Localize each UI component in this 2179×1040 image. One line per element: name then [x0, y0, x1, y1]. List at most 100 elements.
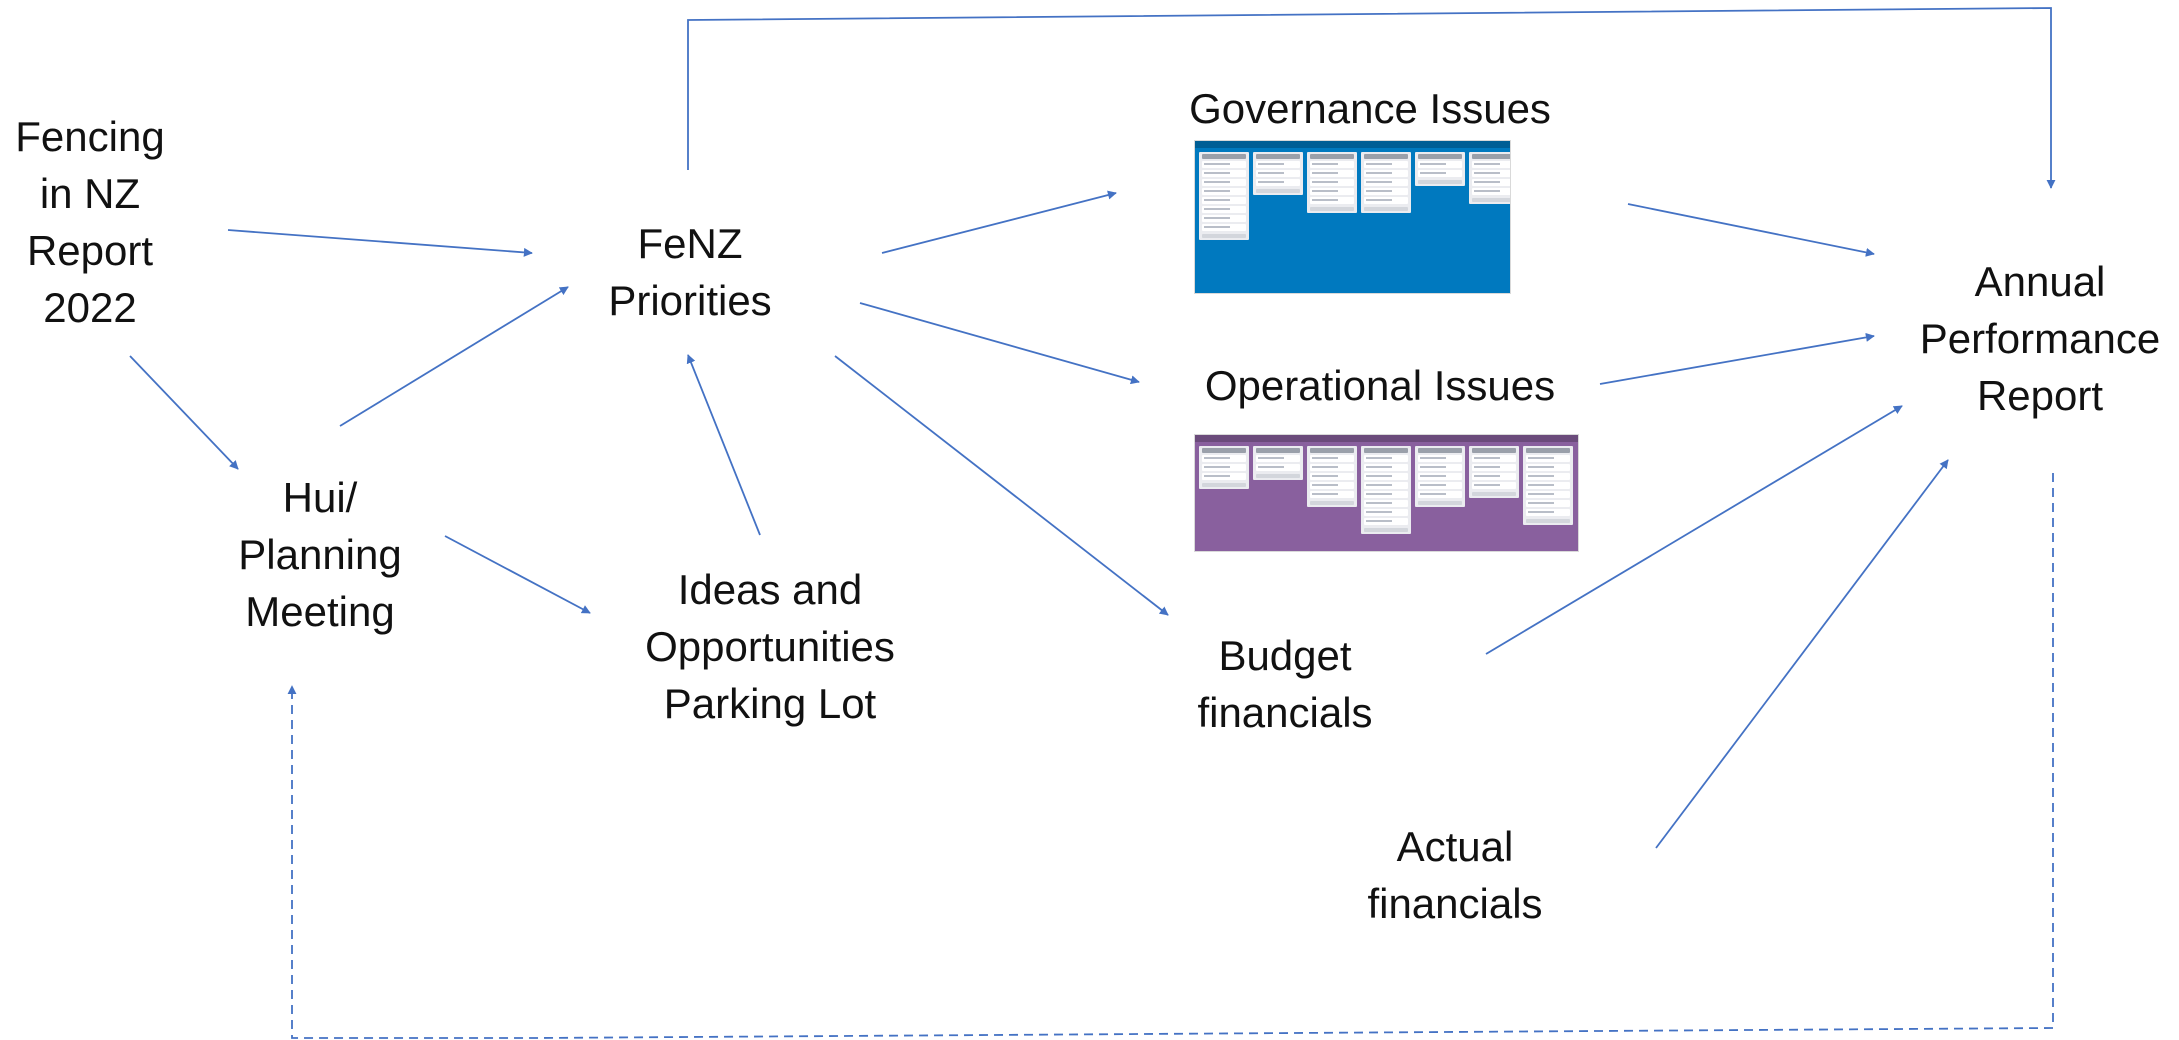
board-add-card [1418, 501, 1462, 505]
board-card [1418, 473, 1462, 480]
board-card [1418, 455, 1462, 462]
board-card [1364, 179, 1408, 186]
arrow-hui-to-priorities [339, 286, 569, 427]
arrow-priorities-to-annual-top [687, 7, 2056, 189]
arrow-report-to-hui [129, 355, 239, 470]
board-card [1418, 491, 1462, 498]
board-card [1472, 170, 1510, 177]
board-column [1253, 446, 1303, 480]
board-add-card [1472, 198, 1510, 202]
board-card [1310, 455, 1354, 462]
board-column [1415, 446, 1465, 507]
board-add-card [1256, 189, 1300, 193]
node-hui-planning-meeting: Hui/ Planning Meeting [238, 474, 402, 635]
board-card [1364, 464, 1408, 471]
board-card [1526, 473, 1570, 480]
board-card [1364, 455, 1408, 462]
board-card [1202, 206, 1246, 213]
board-add-card [1256, 474, 1300, 478]
board-card [1202, 455, 1246, 462]
board-card [1364, 170, 1408, 177]
board-column-header [1202, 154, 1246, 159]
board-card [1526, 455, 1570, 462]
board-card [1310, 179, 1354, 186]
board-column [1307, 446, 1357, 507]
arrow-hui-to-ideas [444, 535, 591, 614]
board-column-header [1418, 448, 1462, 453]
board-card [1526, 491, 1570, 498]
board-card [1472, 455, 1516, 462]
board-column [1199, 152, 1249, 240]
board-card [1310, 197, 1354, 204]
board-column [1199, 446, 1249, 489]
node-actual-financials: Actual financials [1367, 823, 1543, 927]
board-column [1469, 152, 1510, 204]
board-card [1364, 491, 1408, 498]
board-column [1523, 446, 1573, 525]
board-column-header [1364, 448, 1408, 453]
board-card [1418, 170, 1462, 177]
board-column-header [1418, 154, 1462, 159]
board-column-header [1472, 154, 1510, 159]
node-ideas-parking-lot: Ideas and Opportunities Parking Lot [645, 566, 895, 727]
board-card [1364, 161, 1408, 168]
board-card [1472, 161, 1510, 168]
board-card [1472, 188, 1510, 195]
board-card [1472, 464, 1516, 471]
board-add-card [1472, 492, 1516, 496]
board-add-card [1364, 528, 1408, 532]
board-card [1202, 224, 1246, 231]
board-card [1472, 179, 1510, 186]
board-card [1256, 161, 1300, 168]
arrow-annual-to-hui-dashed [287, 473, 2054, 1039]
board-card [1418, 161, 1462, 168]
board-card [1364, 500, 1408, 507]
board-column [1253, 152, 1303, 195]
board-card [1310, 161, 1354, 168]
board-card [1256, 170, 1300, 177]
board-column [1307, 152, 1357, 213]
board-card [1310, 482, 1354, 489]
board-card [1418, 464, 1462, 471]
board-card [1310, 188, 1354, 195]
node-budget-financials: Budget financials [1197, 632, 1373, 736]
board-card [1256, 455, 1300, 462]
board-add-card [1310, 501, 1354, 505]
board-column [1361, 446, 1411, 534]
board-card [1526, 482, 1570, 489]
board-column [1469, 446, 1519, 498]
board-card [1310, 491, 1354, 498]
board-column-header [1202, 448, 1246, 453]
board-card [1418, 482, 1462, 489]
board-card [1364, 482, 1408, 489]
board-card [1310, 170, 1354, 177]
arrow-priorities-to-operational [859, 302, 1140, 385]
board-card [1202, 464, 1246, 471]
node-fencing-report: Fencing in NZ Report 2022 [15, 113, 165, 331]
arrow-budget-to-annual [1485, 405, 1903, 655]
board-column-header [1310, 154, 1354, 159]
board-card [1202, 179, 1246, 186]
board-card [1202, 170, 1246, 177]
board-add-card [1418, 180, 1462, 184]
board-card [1310, 473, 1354, 480]
board-card [1202, 197, 1246, 204]
node-operational-issues: Operational Issues [1204, 362, 1556, 409]
board-column-header [1310, 448, 1354, 453]
board-column-header [1256, 448, 1300, 453]
node-annual-performance-report: Annual Performance Report [1919, 258, 2161, 419]
board-column [1361, 152, 1411, 213]
node-fenz-priorities: FeNZ Priorities [608, 220, 772, 324]
board-column-header [1256, 154, 1300, 159]
operational-board-thumbnail [1195, 435, 1578, 551]
board-card [1256, 464, 1300, 471]
board-card [1364, 518, 1408, 525]
node-governance-issues: Governance Issues [1189, 85, 1551, 132]
board-add-card [1202, 234, 1246, 238]
arrow-governance-to-annual [1627, 203, 1875, 257]
board-card [1202, 215, 1246, 222]
governance-board-thumbnail [1195, 141, 1510, 293]
board-card [1202, 161, 1246, 168]
board-card [1472, 473, 1516, 480]
board-header-bar [1195, 141, 1510, 148]
